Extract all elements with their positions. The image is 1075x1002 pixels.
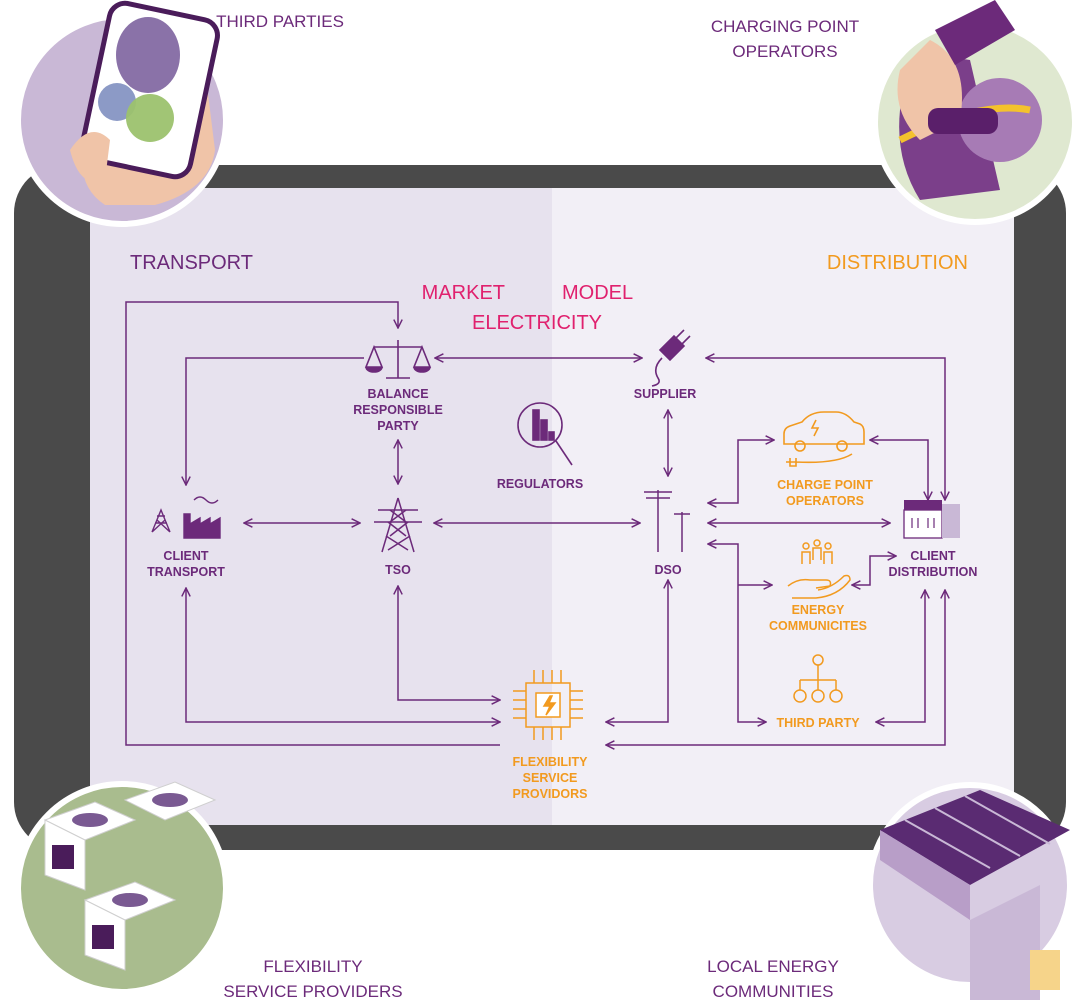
node-cpo-line1: CHARGE POINT bbox=[777, 478, 873, 492]
local-communities-illustration bbox=[867, 782, 1073, 1000]
dso-pole-icon bbox=[644, 490, 690, 552]
node-brp-line3: PARTY bbox=[377, 419, 419, 433]
node-fsp-line1: FLEXIBILITY bbox=[513, 755, 589, 769]
corner-label-lec-line2: COMMUNITIES bbox=[713, 982, 834, 1001]
corner-label-fsp-line1: FLEXIBILITY bbox=[263, 957, 362, 976]
node-fsp-line2: SERVICE bbox=[523, 771, 578, 785]
plug-icon bbox=[651, 329, 691, 387]
node-regulators: REGULATORS bbox=[497, 477, 583, 491]
node-client-distribution-line2: DISTRIBUTION bbox=[889, 565, 978, 579]
title-model: MODEL bbox=[562, 282, 633, 304]
corner-label-third-parties: THIRD PARTIES bbox=[216, 12, 344, 31]
node-third-party: THIRD PARTY bbox=[776, 716, 860, 730]
corner-label-cpo-line2: OPERATORS bbox=[732, 42, 837, 61]
node-dso: DSO bbox=[654, 563, 681, 577]
corner-label-cpo-line1: CHARGING POINT bbox=[711, 17, 859, 36]
node-client-distribution-line1: CLIENT bbox=[910, 549, 956, 563]
node-client-transport-line1: CLIENT bbox=[163, 549, 209, 563]
balance-scale-icon bbox=[364, 340, 432, 379]
flexibility-chip-icon bbox=[513, 670, 583, 740]
regulators-magnifier-icon bbox=[517, 402, 573, 466]
third-parties-illustration bbox=[15, 0, 229, 227]
node-cpo-line2: OPERATORS bbox=[786, 494, 864, 508]
corner-label-lec-line1: LOCAL ENERGY bbox=[707, 957, 839, 976]
node-energy-communities-line1: ENERGY bbox=[792, 603, 845, 617]
node-brp-line2: RESPONSIBLE bbox=[353, 403, 443, 417]
tso-pylon-icon bbox=[374, 497, 422, 553]
title-electricity: ELECTRICITY bbox=[472, 312, 602, 334]
node-client-transport-line2: TRANSPORT bbox=[147, 565, 225, 579]
connector-lines bbox=[125, 301, 945, 745]
heading-transport: TRANSPORT bbox=[130, 252, 253, 274]
heading-distribution: DISTRIBUTION bbox=[827, 252, 968, 274]
node-brp-line1: BALANCE bbox=[367, 387, 428, 401]
node-supplier: SUPPLIER bbox=[634, 387, 697, 401]
energy-communities-hand-icon bbox=[787, 539, 851, 599]
ev-car-icon bbox=[783, 411, 865, 467]
client-distribution-building-icon bbox=[903, 500, 960, 539]
third-party-org-icon bbox=[793, 654, 843, 703]
client-transport-factory-icon bbox=[151, 496, 221, 539]
node-tso: TSO bbox=[385, 563, 411, 577]
flexibility-providers-illustration bbox=[15, 781, 229, 995]
title-market: MARKET bbox=[422, 282, 505, 304]
charging-point-illustration bbox=[872, 0, 1075, 225]
node-fsp-line3: PROVIDORS bbox=[512, 787, 587, 801]
node-energy-communities-line2: COMMUNICITES bbox=[769, 619, 867, 633]
corner-label-fsp-line2: SERVICE PROVIDERS bbox=[223, 982, 402, 1001]
